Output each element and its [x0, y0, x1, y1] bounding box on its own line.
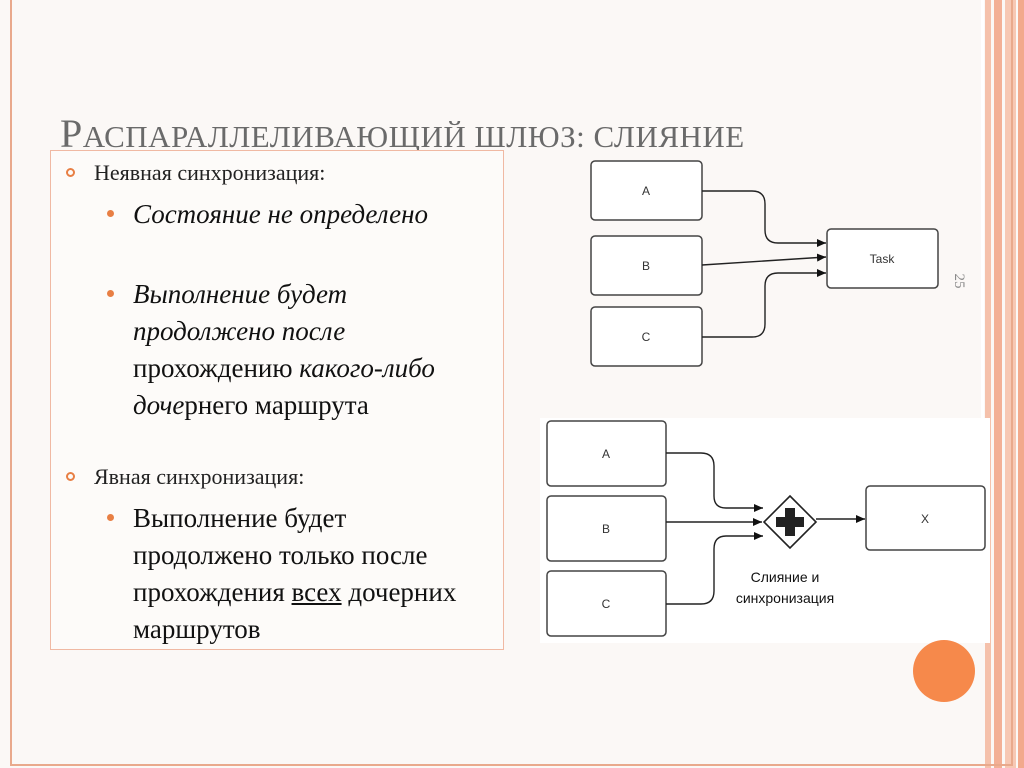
plus-icon	[776, 508, 804, 536]
top-task-box	[826, 228, 939, 289]
ring-bullet-icon	[66, 472, 75, 481]
top-flow-c	[702, 269, 826, 338]
top-flow-a	[702, 190, 826, 247]
decor-orange-circle	[913, 640, 975, 702]
bottom-target-box	[865, 485, 986, 551]
ring-bullet-icon	[66, 168, 75, 177]
slide-frame	[10, 0, 1013, 766]
dot-bullet-icon	[107, 514, 114, 521]
bottom-flow-c	[666, 532, 763, 605]
bottom-box-c-label: C	[602, 597, 611, 611]
top-box-c-label: C	[642, 330, 651, 344]
slide-title: РАСПАРАЛЛЕЛИВАЮЩИЙ ШЛЮЗ: СЛИЯНИЕ	[60, 110, 860, 157]
implicit-heading: Неявная синхронизация:	[66, 160, 326, 186]
slide-number: 25	[951, 273, 967, 289]
decor-stripe	[1005, 0, 1016, 768]
explicit-bullet-text-a: Выполнение будет продолжено только после…	[133, 503, 428, 607]
implicit-bullet-2-italic-a: Выполнение будет продолжено после	[133, 279, 348, 346]
content-box	[50, 150, 504, 650]
top-diagram: A B C Task	[590, 160, 939, 367]
bottom-target-label: X	[921, 512, 929, 526]
top-box-b-label: B	[642, 259, 650, 273]
dot-bullet-icon	[107, 210, 114, 217]
implicit-bullet-1-text: Состояние не определено	[133, 199, 429, 229]
gateway-caption-line1: Слияние и	[751, 569, 820, 585]
bottom-box-b-label: B	[602, 522, 610, 536]
implicit-bullet-2: Выполнение будет продолжено после прохож…	[107, 276, 473, 424]
explicit-bullet: Выполнение будет продолжено только после…	[107, 500, 473, 648]
bottom-box-b	[546, 495, 667, 562]
explicit-heading-text: Явная синхронизация:	[94, 464, 305, 489]
explicit-bullet-text-b: дочерних маршрутов	[133, 577, 457, 644]
bottom-box-a-label: A	[602, 447, 610, 461]
implicit-bullet-1: Состояние не определено	[107, 196, 473, 233]
top-flow-b	[701, 253, 827, 266]
dot-bullet-icon	[107, 290, 114, 297]
decor-stripe	[985, 0, 991, 768]
implicit-bullet-2-plain-b: рнего маршрута	[184, 390, 369, 420]
top-box-a-label: A	[642, 184, 650, 198]
top-task-label: Task	[870, 252, 896, 266]
implicit-bullet-2-italic-b: какого-либо доче	[133, 353, 435, 420]
slide-title-rest: АСПАРАЛЛЕЛИВАЮЩИЙ ШЛЮЗ: СЛИЯНИЕ	[82, 119, 745, 154]
bottom-flow-a	[666, 452, 763, 512]
gateway-caption-line2: синхронизация	[736, 590, 834, 606]
implicit-bullet-2-plain-a: прохождению	[133, 353, 293, 383]
decor-stripe	[994, 0, 1002, 768]
decor-stripe	[1018, 0, 1024, 768]
bottom-diagram: A B C X Слияние и синхронизация	[546, 420, 986, 637]
explicit-bullet-underlined: всех	[291, 577, 342, 607]
implicit-heading-text: Неявная синхронизация:	[94, 160, 326, 185]
explicit-heading: Явная синхронизация:	[66, 464, 305, 490]
decor-white-line	[981, 0, 984, 418]
slide-title-first-letter: Р	[60, 111, 83, 156]
top-box-b	[590, 235, 703, 296]
